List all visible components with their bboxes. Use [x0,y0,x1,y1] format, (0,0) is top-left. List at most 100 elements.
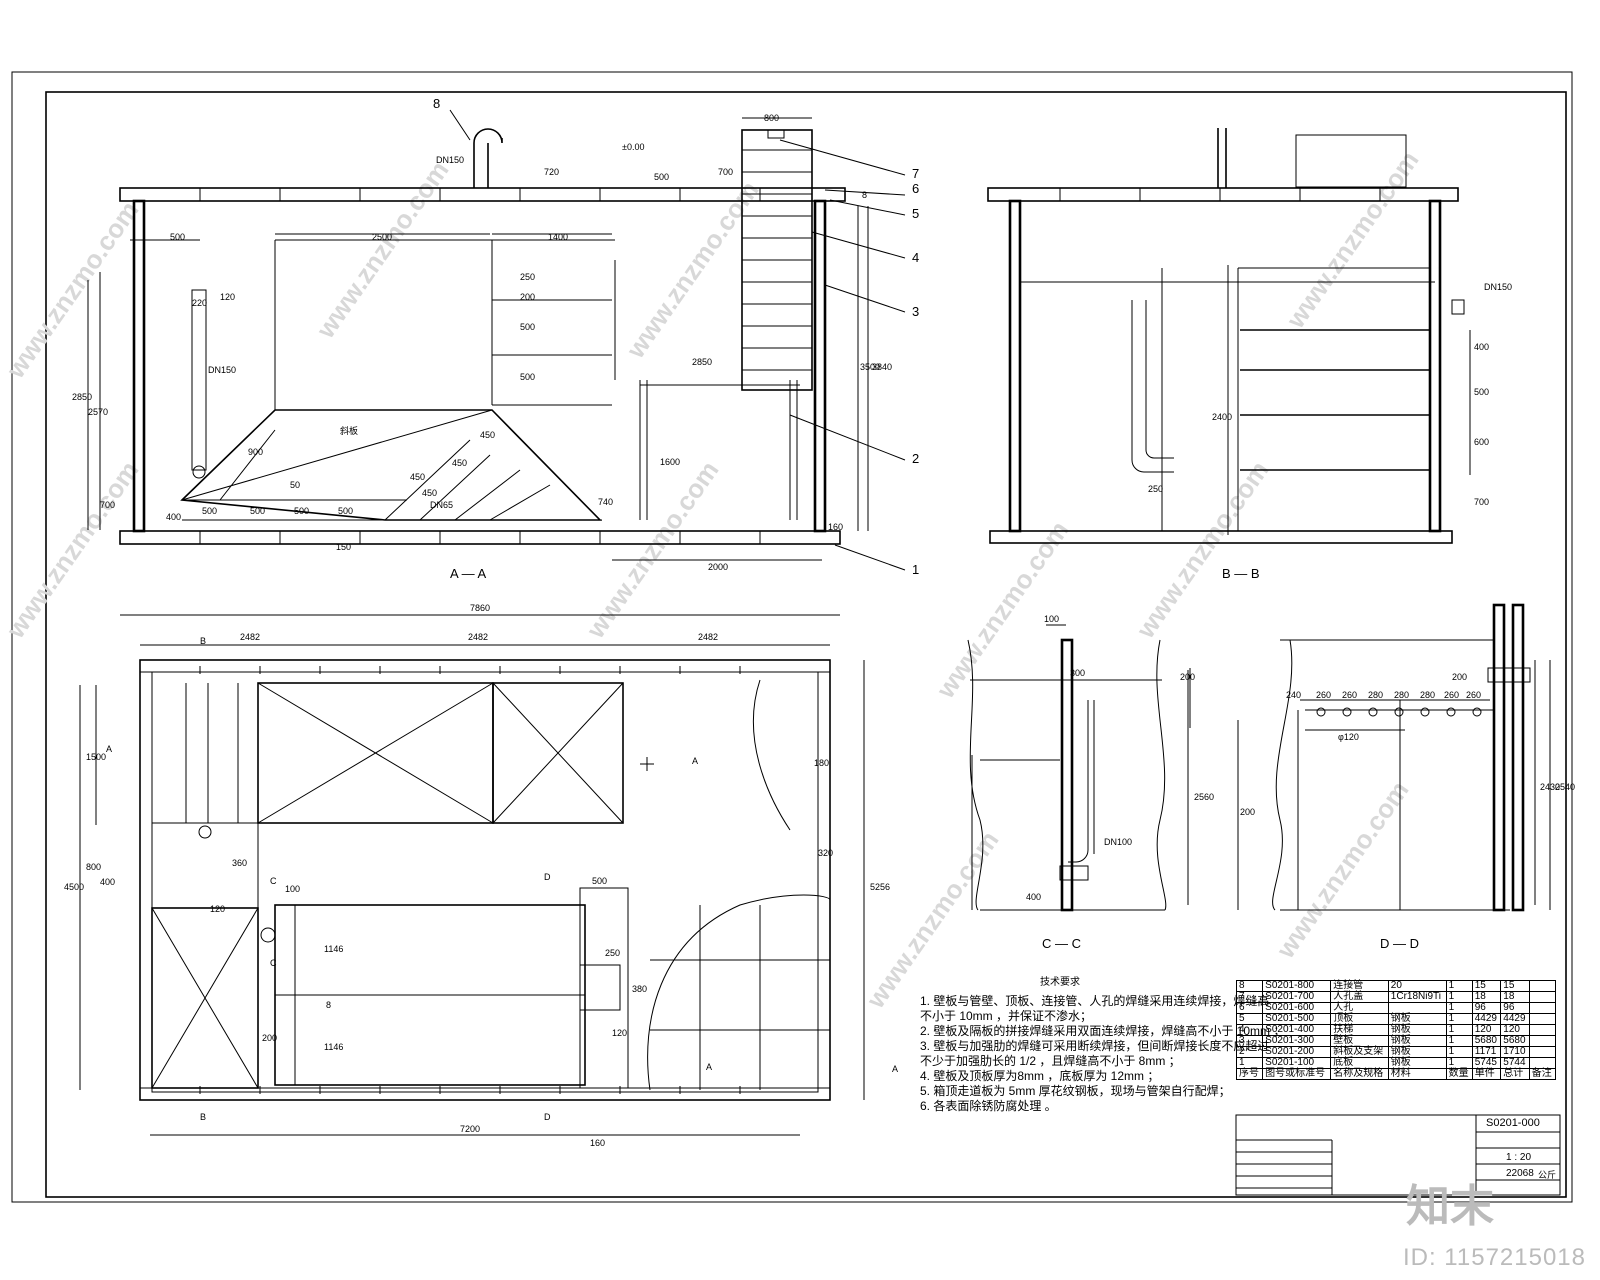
bom-cell: 1 [1445,1002,1473,1014]
bom-cell: 钢板 [1387,1024,1447,1036]
bom-cell [1528,1057,1557,1069]
svg-text:450: 450 [480,430,495,440]
bom-cell [1528,1013,1557,1025]
bom-cell: 5 [1235,1013,1264,1025]
bom-cell: 1171 [1471,1046,1502,1058]
svg-text:DN100: DN100 [1104,837,1132,847]
note-line: 1. 壁板与管壁、顶板、连接管、人孔的焊缝采用连续焊接，焊缝高 [920,994,1270,1008]
svg-text:2430: 2430 [1540,782,1560,792]
svg-text:500: 500 [202,506,217,516]
svg-text:1146: 1146 [324,944,343,954]
note-line: 不少于加强肋长的 1/2 ，且焊缝高不小于 8mm ； [920,1054,1181,1068]
svg-text:500: 500 [1474,387,1489,397]
bom-cell: 20 [1387,980,1447,992]
svg-text:4500: 4500 [64,882,84,892]
svg-text:1600: 1600 [660,457,680,467]
bom-cell: 1710 [1500,1046,1530,1058]
svg-text:450: 450 [422,488,437,498]
svg-text:A: A [706,1062,712,1072]
svg-text:250: 250 [520,272,535,282]
svg-text:2560: 2560 [1194,792,1214,802]
bom-cell: 4 [1235,1024,1264,1036]
bom-cell: 5745 [1471,1057,1502,1069]
svg-text:700: 700 [100,500,115,510]
dims-aa: 800 720 500 700 8 500 2500 1400 2850 257… [72,113,892,572]
svg-text:280: 280 [1420,690,1435,700]
bom-cell: 5680 [1471,1035,1502,1047]
svg-text:260: 260 [1316,690,1331,700]
svg-text:±0.00: ±0.00 [622,142,644,152]
svg-text:2400: 2400 [1212,412,1232,422]
svg-text:200: 200 [1180,672,1195,682]
bom-cell: S0201-500 [1262,1013,1332,1025]
bom-cell: 1 [1445,1035,1473,1047]
bom-cell: 5680 [1500,1035,1530,1047]
view-title-cc: C — C [1042,936,1081,951]
svg-text:740: 740 [598,497,613,507]
bom-cell [1528,1035,1557,1047]
dims-dd: 200 240 260 260 280 280 280 260 260 2430… [1240,672,1575,817]
svg-text:D: D [544,872,551,882]
svg-text:220: 220 [192,298,207,308]
svg-text:4: 4 [912,250,919,265]
brand-logo: 知末 [1406,1182,1494,1231]
svg-text:700: 700 [1474,497,1489,507]
svg-text:380: 380 [632,984,647,994]
section-marks: B B A A A A C C D D [106,636,898,1122]
title-block [1235,1114,1561,1196]
svg-text:3500: 3500 [860,362,880,372]
svg-text:200: 200 [520,292,535,302]
dims-plan: 7860 2482 2482 2482 1500 800 400 4500 52… [64,603,890,1148]
svg-text:500: 500 [654,172,669,182]
bom-cell: 2 [1235,1046,1264,1058]
svg-text:B: B [200,636,206,646]
svg-text:500: 500 [520,322,535,332]
svg-text:7200: 7200 [460,1124,480,1134]
watermark-layer: www.znzmo.com www.znzmo.com www.znzmo.co… [0,145,1425,1014]
svg-text:www.znzmo.com: www.znzmo.com [310,155,455,344]
svg-text:900: 900 [248,447,263,457]
bom-cell: 扶梯 [1330,1024,1389,1036]
svg-text:φ120: φ120 [1338,732,1359,742]
bom-cell: 人孔盖 [1330,991,1389,1003]
svg-text:www.znzmo.com: www.znzmo.com [0,195,145,384]
svg-text:120: 120 [210,904,225,914]
svg-text:400: 400 [166,512,181,522]
bom-cell: S0201-400 [1262,1024,1332,1036]
svg-text:120: 120 [612,1028,627,1038]
svg-text:800: 800 [764,113,779,123]
bom-cell: 连接管 [1330,980,1389,992]
svg-text:250: 250 [605,948,620,958]
svg-text:7860: 7860 [470,603,490,613]
sheet-border [11,71,1573,1203]
svg-text:2482: 2482 [468,632,488,642]
bom-cell: S0201-600 [1262,1002,1332,1014]
bom-cell: 钢板 [1387,1046,1447,1058]
svg-text:5256: 5256 [870,882,890,892]
svg-text:100: 100 [285,884,300,894]
bom-cell: S0201-200 [1262,1046,1332,1058]
bom-cell: 1 [1445,980,1473,992]
bom-cell [1528,991,1557,1003]
bom-cell: 人孔 [1330,1002,1389,1014]
bom-cell [1528,1046,1557,1058]
bom-cell: 1 [1445,1046,1473,1058]
plan-view [79,614,865,1136]
svg-text:260: 260 [1342,690,1357,700]
bom-cell: 96 [1500,1002,1530,1014]
svg-text:www.znzmo.com: www.znzmo.com [0,455,145,644]
bom-cell: 8 [1235,980,1264,992]
svg-text:400: 400 [1026,892,1041,902]
svg-text:250: 250 [1148,484,1163,494]
svg-text:500: 500 [520,372,535,382]
bom-cell: 1 [1445,1057,1473,1069]
notes-title: 技术要求 [1040,977,1080,988]
bom-cell: 4429 [1500,1013,1530,1025]
bom-cell: 96 [1471,1002,1502,1014]
svg-text:400: 400 [1474,342,1489,352]
svg-text:800: 800 [86,862,101,872]
bom-cell: 4429 [1471,1013,1502,1025]
